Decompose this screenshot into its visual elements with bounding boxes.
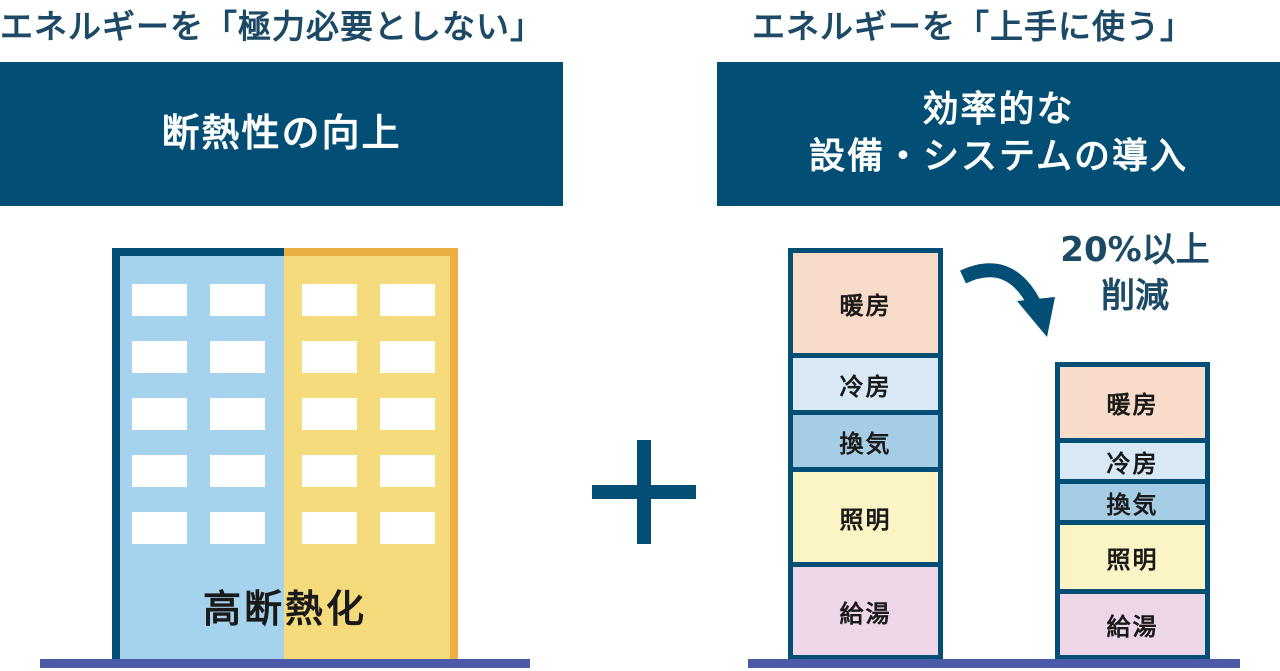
after-energy-stack: 暖房冷房換気照明給湯 bbox=[1055, 362, 1210, 660]
energy-segment-label: 換気 bbox=[839, 429, 892, 458]
energy-segment-label: 冷房 bbox=[839, 372, 892, 401]
reduction-label: 20%以上 削減 bbox=[1040, 228, 1230, 320]
energy-segment-label: 給湯 bbox=[1106, 613, 1159, 641]
energy-segment-label: 換気 bbox=[1106, 490, 1159, 519]
building-window bbox=[302, 398, 357, 430]
building-illustration: 高断熱化 bbox=[112, 248, 458, 660]
building-window bbox=[132, 284, 187, 316]
building-window bbox=[302, 284, 357, 316]
energy-segment: 暖房 bbox=[788, 248, 943, 358]
building-window bbox=[380, 398, 435, 430]
energy-segment: 冷房 bbox=[788, 353, 943, 415]
building-window bbox=[210, 341, 265, 373]
building-window bbox=[132, 455, 187, 487]
building-window bbox=[132, 512, 187, 544]
building-window bbox=[380, 284, 435, 316]
energy-segment: 給湯 bbox=[1055, 589, 1210, 660]
building-window bbox=[210, 455, 265, 487]
energy-segment: 照明 bbox=[788, 467, 943, 567]
equipment-banner-line1: 効率的な bbox=[922, 89, 1075, 131]
energy-segment: 照明 bbox=[1055, 520, 1210, 594]
right-caption: エネルギーを「上手に使う」 bbox=[752, 7, 1194, 46]
equipment-banner: 効率的な 設備・システムの導入 bbox=[717, 62, 1280, 206]
plus-icon-vertical bbox=[637, 440, 651, 544]
before-energy-stack: 暖房冷房換気照明給湯 bbox=[788, 248, 943, 660]
building-window bbox=[210, 398, 265, 430]
building-window bbox=[132, 341, 187, 373]
building-window bbox=[380, 455, 435, 487]
energy-segment-label: 照明 bbox=[839, 505, 892, 534]
building-window bbox=[132, 398, 187, 430]
energy-segment-label: 冷房 bbox=[1106, 449, 1159, 478]
energy-segment: 暖房 bbox=[1055, 362, 1210, 443]
energy-segment-label: 給湯 bbox=[839, 599, 892, 628]
building-label: 高断熱化 bbox=[202, 587, 367, 631]
left-caption: エネルギーを「極力必要としない」 bbox=[0, 7, 544, 46]
building-window bbox=[380, 512, 435, 544]
energy-segment-label: 照明 bbox=[1106, 545, 1159, 574]
energy-segment-label: 暖房 bbox=[839, 291, 892, 320]
building-window bbox=[302, 512, 357, 544]
building-window bbox=[380, 341, 435, 373]
building-window bbox=[210, 284, 265, 316]
insulation-banner: 断熱性の向上 bbox=[0, 62, 563, 206]
building-window bbox=[302, 455, 357, 487]
building-window bbox=[210, 512, 265, 544]
energy-segment: 換気 bbox=[1055, 479, 1210, 525]
energy-segment: 給湯 bbox=[788, 562, 943, 660]
equipment-banner-line2: 設備・システムの導入 bbox=[809, 136, 1188, 177]
building-left-wall bbox=[112, 248, 284, 660]
left-ground-line bbox=[40, 659, 530, 668]
building-window bbox=[302, 341, 357, 373]
reduction-percent: 20%以上 bbox=[1060, 230, 1210, 270]
right-ground-line bbox=[748, 659, 1240, 668]
energy-segment: 換気 bbox=[788, 410, 943, 472]
energy-segment: 冷房 bbox=[1055, 438, 1210, 484]
energy-segment-label: 暖房 bbox=[1106, 391, 1159, 419]
building-right-wall bbox=[284, 248, 458, 660]
reduction-text: 削減 bbox=[1101, 275, 1169, 316]
insulation-banner-text: 断熱性の向上 bbox=[161, 111, 402, 156]
reduction-arrow-icon bbox=[960, 263, 1055, 337]
